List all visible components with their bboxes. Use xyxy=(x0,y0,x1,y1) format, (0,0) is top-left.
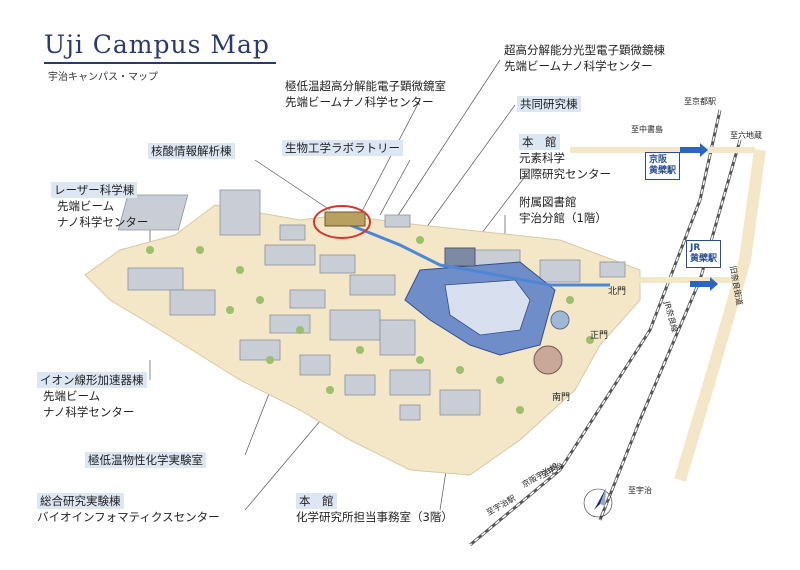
gate-south: 南門 xyxy=(552,393,571,403)
label-library-line1: 附属図書館 xyxy=(519,195,577,209)
station-arrows xyxy=(680,143,718,291)
label-genso: 本 館 元素科学 国際研究センター xyxy=(519,134,611,182)
label-library-line2: 宇治分館（1階） xyxy=(519,211,607,225)
label-ion-line2: 先端ビーム xyxy=(43,389,101,403)
station-keihan-line1: 京阪 xyxy=(649,155,668,165)
label-kyokuteion-line2: 先端ビームナノ科学センター xyxy=(285,95,434,109)
trees xyxy=(146,236,594,414)
label-laser-line3: ナノ科学センター xyxy=(57,215,149,229)
gate-structures xyxy=(533,310,570,375)
label-honkan-top: 本 館 xyxy=(519,134,560,150)
label-kakusan-text: 核酸情報解析棟 xyxy=(148,143,235,159)
label-kakusan: 核酸情報解析棟 xyxy=(148,143,235,159)
buildings xyxy=(117,189,626,421)
label-honkan-bottom: 本 館 xyxy=(296,493,337,509)
station-jr-line1: JR xyxy=(690,243,701,253)
map-subtitle: 宇治キャンパス・マップ xyxy=(48,72,158,83)
gate-main: 正門 xyxy=(590,331,609,341)
blue-route xyxy=(349,223,610,287)
label-genso-line2: 国際研究センター xyxy=(519,167,611,181)
dir-nakashojima: 至中書島 xyxy=(631,125,663,134)
label-kyokuteion: 極低温超高分解能電子顕微鏡室 先端ビームナノ科学センター xyxy=(285,78,446,110)
dir-uji: 至宇治 xyxy=(628,486,652,495)
label-sogo-line2: バイオインフォマティクスセンター xyxy=(37,510,220,524)
station-keihan-line2: 黄檗駅 xyxy=(649,166,677,176)
label-ion-line1: イオン線形加速器棟 xyxy=(37,372,147,388)
map-title: Uji Campus Map xyxy=(44,30,270,59)
label-office: 本 館 化学研究所担当事務室（3階） xyxy=(296,493,453,525)
dir-rokujizo: 至六地蔵 xyxy=(730,131,762,140)
label-laser: レーザー科学棟 先端ビーム ナノ科学センター xyxy=(51,182,148,230)
gate-north: 北門 xyxy=(608,287,627,297)
bio-lab-highlight xyxy=(313,205,371,239)
label-kyokuteion-line1: 極低温超高分解能電子顕微鏡室 xyxy=(285,79,446,93)
north-compass-icon xyxy=(583,488,613,518)
label-ion-line3: ナノ科学センター xyxy=(43,405,135,419)
label-laser-line1: レーザー科学棟 xyxy=(51,182,138,198)
label-bussei: 極低温物性化学実験室 xyxy=(85,452,206,468)
label-library: 附属図書館 宇治分館（1階） xyxy=(519,194,607,226)
label-kyodo: 共同研究棟 xyxy=(517,96,581,112)
label-sogo-line1: 総合研究実験棟 xyxy=(37,493,124,509)
label-kyodo-text: 共同研究棟 xyxy=(517,96,581,112)
label-seibutsu: 生物工学ラボラトリー xyxy=(282,140,403,156)
dir-kyoto-station: 至京都駅 xyxy=(684,97,716,106)
station-jr-line2: 黄檗駅 xyxy=(690,254,718,264)
label-laser-line2: 先端ビーム xyxy=(57,199,115,213)
label-chobunkai: 超高分解能分光型電子顕微鏡棟 先端ビームナノ科学センター xyxy=(504,42,665,74)
label-seibutsu-text: 生物工学ラボラトリー xyxy=(282,140,403,156)
label-bussei-text: 極低温物性化学実験室 xyxy=(85,452,206,468)
label-ion: イオン線形加速器棟 先端ビーム ナノ科学センター xyxy=(37,372,147,420)
station-keihan: 京阪 黄檗駅 xyxy=(645,152,681,180)
label-chobunkai-line1: 超高分解能分光型電子顕微鏡棟 xyxy=(504,43,665,57)
rail-lines xyxy=(469,109,766,547)
label-sogo: 総合研究実験棟 バイオインフォマティクスセンター xyxy=(37,493,220,525)
label-genso-line1: 元素科学 xyxy=(519,151,565,165)
honkan-building xyxy=(404,247,556,356)
station-jr: JR 黄檗駅 xyxy=(686,240,722,268)
label-chobunkai-line2: 先端ビームナノ科学センター xyxy=(504,59,653,73)
label-office-text: 化学研究所担当事務室（3階） xyxy=(296,510,453,524)
title-rule xyxy=(44,62,276,64)
